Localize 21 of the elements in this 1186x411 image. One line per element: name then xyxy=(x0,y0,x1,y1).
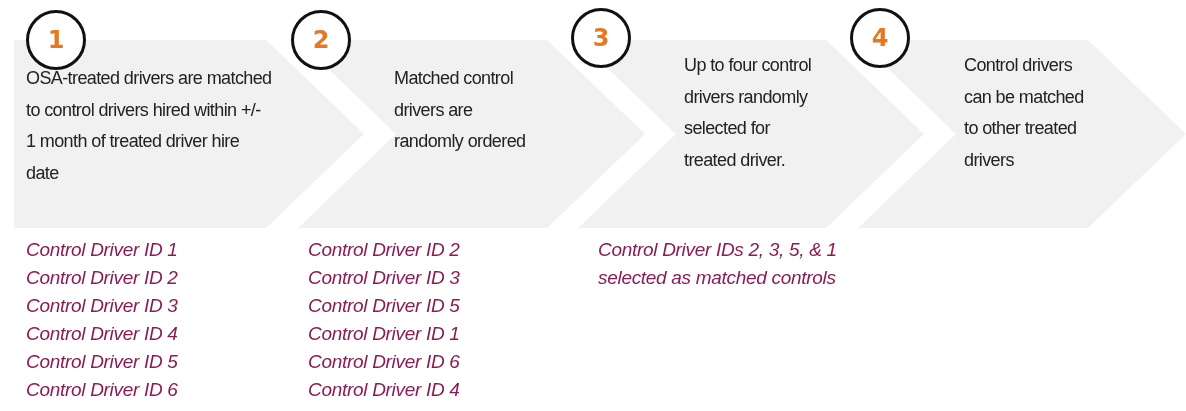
driver-id-note: Control Driver ID 4 xyxy=(308,378,461,402)
step-description: Matched control drivers are randomly ordered xyxy=(394,67,527,153)
driver-id-note: Control Driver ID 5 xyxy=(26,350,179,374)
driver-id-note: Control Driver IDs 2, 3, 5, & 1 selected as matched controls xyxy=(598,238,838,290)
driver-id-note: Control Driver ID 6 xyxy=(26,378,179,402)
driver-id-note: Control Driver ID 1 xyxy=(26,238,179,262)
driver-id-note: Control Driver ID 1 xyxy=(308,322,461,346)
step-number: 2 xyxy=(291,10,351,70)
step-number: 1 xyxy=(26,10,86,70)
driver-id-note: Control Driver ID 2 xyxy=(308,238,461,262)
step-description: Control drivers can be matched to other treated drivers xyxy=(964,54,1085,172)
step-number: 4 xyxy=(850,8,910,68)
driver-id-note: Control Driver ID 3 xyxy=(26,294,179,318)
step-number: 3 xyxy=(571,8,631,68)
driver-id-note: Control Driver ID 6 xyxy=(308,350,461,374)
step-description: Up to four control drivers randomly selected for treated driver. xyxy=(684,54,813,172)
driver-id-note: Control Driver ID 5 xyxy=(308,294,461,318)
driver-id-note: Control Driver ID 4 xyxy=(26,322,179,346)
step-description: OSA-treated drivers are matched to control drivers hired within +/- 1 month of treated driver hire date xyxy=(26,67,273,185)
driver-id-note: Control Driver ID 3 xyxy=(308,266,461,290)
driver-id-note: Control Driver ID 2 xyxy=(26,266,179,290)
